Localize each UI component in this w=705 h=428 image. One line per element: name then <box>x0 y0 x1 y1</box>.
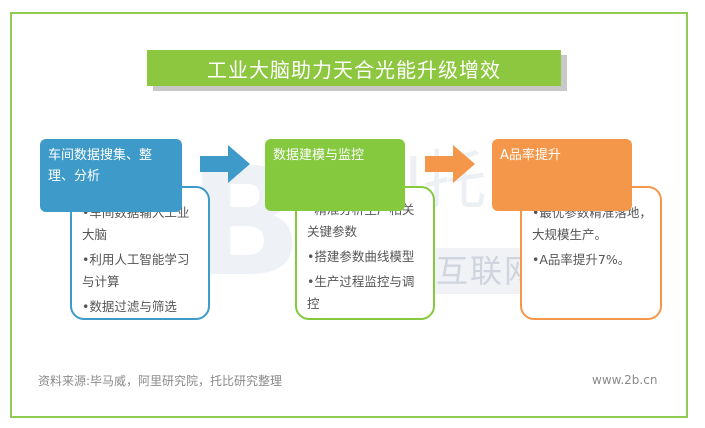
arrow-right-icon <box>425 145 475 183</box>
step-1-heading: 车间数据搜集、整理、分析 <box>40 139 182 212</box>
list-item: •A品率提升7%。 <box>532 252 631 267</box>
step-2-list: •精准分析生产相关关键参数 •搭建参数曲线模型 •生产过程监控与调控 <box>307 199 425 315</box>
list-item: •生产过程监控与调控 <box>307 274 415 311</box>
step-3-list: •最优参数精准落地，大规模生产。 •A品率提升7%。 <box>532 202 652 271</box>
list-item: •数据过滤与筛选 <box>82 299 177 314</box>
source-note: 资料来源:毕马威，阿里研究院，托比研究整理 <box>38 374 283 388</box>
step-1-list: •车间数据输入工业大脑 •利用人工智能学习与计算 •数据过滤与筛选 <box>82 202 200 318</box>
list-item: •利用人工智能学习与计算 <box>82 252 190 289</box>
list-item: •搭建参数曲线模型 <box>307 249 415 264</box>
site-url: www.2b.cn <box>592 373 658 387</box>
step-3-heading: A品率提升 <box>492 139 632 211</box>
diagram-title: 工业大脑助力天合光能升级增效 <box>147 50 561 86</box>
step-2-heading: 数据建模与监控 <box>265 139 405 211</box>
arrow-right-icon <box>200 145 250 183</box>
